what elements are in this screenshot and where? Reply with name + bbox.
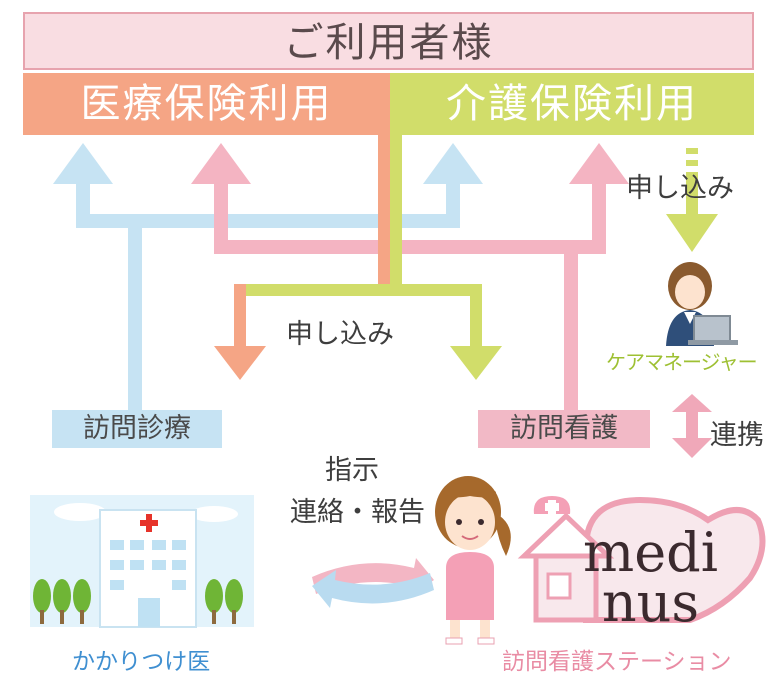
- application-label-right: 申し込み: [626, 173, 734, 204]
- care-insurance-bar: 介護保険利用: [390, 73, 754, 135]
- pink-flow-arrows: [191, 143, 629, 412]
- contact-report-label: 連絡・報告: [290, 497, 425, 528]
- station-logo-shape: [517, 496, 766, 623]
- care-manager-label: ケアマネージャー: [606, 350, 758, 374]
- logo-line-2: nus: [601, 571, 700, 634]
- home-visit-nursing-box: 訪問看護: [478, 410, 650, 448]
- family-doctor-label: かかりつけ医: [72, 649, 211, 675]
- home-visit-care-box: 訪問診療: [52, 410, 222, 448]
- exchange-arrow: [312, 558, 434, 608]
- care-manager-illustration: [666, 262, 738, 346]
- cooperation-label: 連携: [710, 420, 764, 451]
- hospital-illustration: [30, 495, 254, 628]
- cooperation-arrow: [672, 394, 712, 458]
- medinus-logo: medi nus: [583, 521, 718, 634]
- nursing-station-label: 訪問看護ステーション: [502, 649, 732, 675]
- logo-line-1: medi: [583, 521, 718, 584]
- user-title-bar: ご利用者様: [23, 12, 754, 70]
- medical-insurance-bar: 医療保険利用: [23, 73, 390, 135]
- green-flow-arrows: [246, 135, 718, 380]
- blue-flow-arrows: [53, 143, 483, 412]
- instructions-label: 指示: [325, 455, 379, 486]
- nurse-illustration: [435, 476, 511, 645]
- application-label-center: 申し込み: [286, 319, 394, 350]
